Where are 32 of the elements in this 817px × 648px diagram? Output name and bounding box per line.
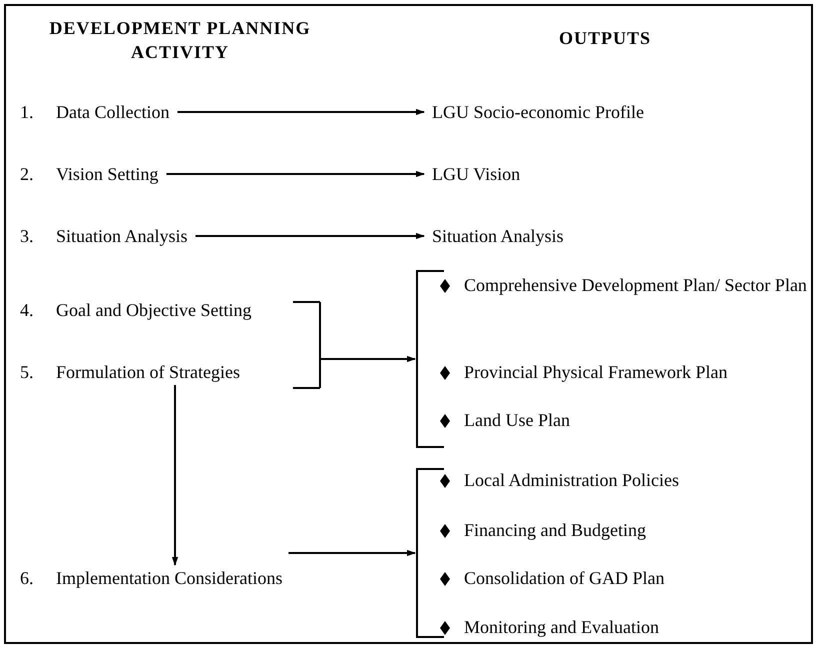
activity-label: Implementation Considerations [56, 567, 282, 590]
output-label: Local Administration Policies [464, 469, 679, 492]
arrow [196, 232, 425, 240]
step-number: 4. [20, 299, 34, 322]
activity-label: Vision Setting [56, 163, 158, 186]
output-label: Monitoring and Evaluation [464, 616, 659, 639]
step-number: 6. [20, 567, 34, 590]
arrow [177, 108, 425, 116]
activity-label: Data Collection [56, 101, 170, 124]
arrow [172, 385, 178, 566]
arrow [292, 301, 416, 389]
output-label: LGU Vision [432, 163, 520, 186]
output-label: Consolidation of GAD Plan [464, 567, 664, 590]
step-number: 1. [20, 101, 34, 124]
output-label: Situation Analysis [432, 225, 564, 248]
step-number: 3. [20, 225, 34, 248]
arrow [288, 550, 416, 556]
output-label: Financing and Budgeting [464, 519, 646, 542]
activity-label: Formulation of Strategies [56, 361, 240, 384]
output-label: LGU Socio-economic Profile [432, 101, 644, 124]
bracket [416, 270, 445, 448]
bracket [416, 468, 445, 638]
output-label: Provincial Physical Framework Plan [464, 361, 728, 384]
column-heading: DEVELOPMENT PLANNING ACTIVITY [48, 17, 312, 64]
output-label: Land Use Plan [464, 409, 570, 432]
activity-label: Goal and Objective Setting [56, 299, 252, 322]
step-number: 5. [20, 361, 34, 384]
output-label: Comprehensive Development Plan/ Sector Plan [464, 274, 807, 297]
column-heading: OUTPUTS [558, 27, 652, 50]
step-number: 2. [20, 163, 34, 186]
activity-label: Situation Analysis [56, 225, 188, 248]
arrow [166, 170, 425, 178]
